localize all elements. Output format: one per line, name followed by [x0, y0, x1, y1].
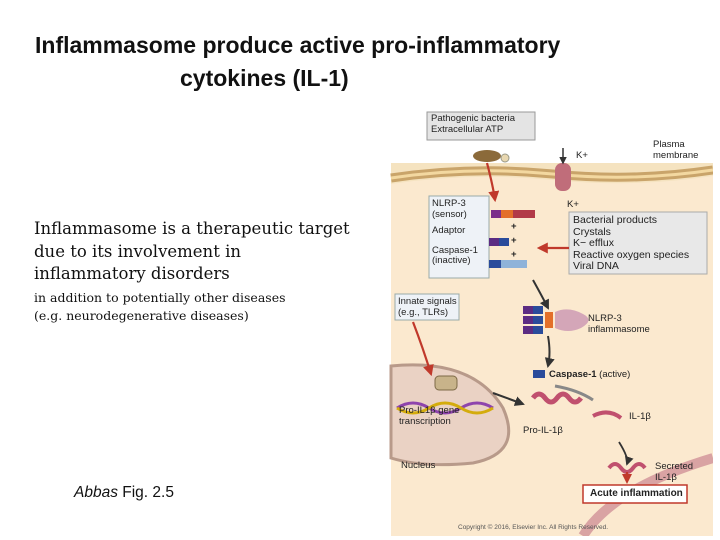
sub-statement: in addition to potentially other disease… [34, 289, 394, 325]
inflammasome-line: NLRP-3 [588, 313, 622, 324]
components-line: (inactive) [432, 255, 471, 266]
main-statement-line: inflammatory disorders [34, 264, 230, 283]
title-line-1: Inflammasome produce active pro-inflamma… [35, 32, 561, 58]
plasma-membrane-line: Plasma [653, 139, 685, 150]
stimulus-line: Extracellular ATP [431, 123, 504, 135]
caspase-inactive [501, 260, 527, 268]
main-statement: Inflammasome is a therapeutic target due… [34, 218, 394, 286]
il1-fragment [592, 410, 623, 420]
innate-signals-label: Innate signals (e.g., TLRs) [398, 296, 457, 318]
stimulus-box [426, 111, 536, 141]
innate-signals-box [394, 293, 460, 321]
components-label: NLRP-3 (sensor) Adaptor Caspase-1 (inact… [432, 198, 478, 267]
secreted-line: IL-1β [655, 471, 677, 483]
k-plus-top-label: K+ [576, 150, 588, 161]
components-box [428, 195, 490, 279]
citation-ref: Fig. 2.5 [117, 484, 174, 501]
dna-strand [396, 401, 494, 415]
bacteria-icon [473, 150, 501, 162]
plus-sign: + [511, 221, 517, 232]
k-plus-mid-label: K+ [567, 199, 579, 210]
nucleus-label: Nucleus [401, 460, 436, 471]
acute-inflammation-label: Acute inflammation [590, 488, 683, 499]
triggers-box [568, 211, 708, 275]
innate-signals-line: Innate signals [398, 296, 457, 307]
plus-sign: + [511, 235, 517, 246]
caspase-active [533, 370, 545, 378]
caspase-active-label: Caspase-1 (active) [549, 369, 631, 381]
title-line-2: cytokines (IL-1) [180, 65, 349, 91]
trigger-item: K− efflux [573, 237, 614, 249]
caspase-active-state: (active) [596, 369, 631, 380]
copyright-notice: Copyright © 2016, Elsevier Inc. All Righ… [458, 524, 609, 531]
plasma-membrane-line: membrane [653, 149, 699, 161]
innate-signals-line: (e.g., TLRs) [398, 306, 448, 318]
adaptor-molecule [499, 238, 509, 246]
transcription-factor [434, 375, 458, 391]
inflammasome-figure: Pathogenic bacteria Extracellular ATP Pl… [383, 108, 713, 536]
components-line: NLRP-3 [432, 198, 466, 209]
nucleus-shape [389, 363, 511, 467]
trigger-item: Bacterial products [573, 214, 658, 226]
pro-il1-gene-label: Pro-IL1β gene transcription [399, 405, 460, 427]
sub-statement-line: (e.g. neurodegenerative diseases) [34, 308, 249, 323]
caspase-active-name: Caspase-1 [549, 369, 597, 380]
acute-inflammation-box [582, 484, 688, 504]
main-statement-line: Inflammasome is a therapeutic target [34, 219, 350, 238]
sub-statement-line: in addition to potentially other disease… [34, 290, 286, 305]
nlrp3-inflammasome-complex [523, 306, 589, 334]
nlrp3-sensor [513, 210, 535, 218]
figure-artwork [389, 111, 713, 536]
components-line: (sensor) [432, 208, 467, 220]
stimulus-line: Pathogenic bacteria [431, 113, 515, 124]
plus-sign: + [511, 249, 517, 260]
secreted-il1-label: Secreted IL-1β [655, 461, 694, 483]
pro-il1-coil [531, 391, 583, 405]
inflammasome-label: NLRP-3 inflammasome [588, 313, 650, 335]
il1-label: IL-1β [629, 411, 651, 422]
trigger-item: Crystals [573, 225, 611, 238]
pro-il1-gene-line: transcription [399, 415, 451, 427]
pro-il1-label: Pro-IL-1β [523, 425, 563, 436]
figure-citation: Abbas Fig. 2.5 [74, 484, 174, 502]
plasma-membrane-label: Plasma membrane [653, 139, 699, 161]
k-channel [555, 163, 571, 191]
components-line: Adaptor [432, 225, 466, 236]
innate-arrow [411, 321, 434, 377]
trigger-item: Viral DNA [573, 260, 619, 272]
trigger-item: Reactive oxygen species [573, 248, 690, 261]
triggers-list: Bacterial products Crystals K− efflux Re… [573, 214, 690, 273]
inflammasome-line: inflammasome [588, 323, 650, 335]
main-statement-line: due to its involvement in [34, 241, 241, 261]
pro-il1-gene-line: Pro-IL1β gene [399, 405, 460, 416]
bacteria-arrow [485, 162, 500, 203]
secreted-line: Secreted [655, 461, 694, 472]
components-line: Caspase-1 [432, 244, 478, 256]
citation-author: Abbas [74, 484, 118, 501]
stimulus-label: Pathogenic bacteria Extracellular ATP [431, 113, 515, 135]
